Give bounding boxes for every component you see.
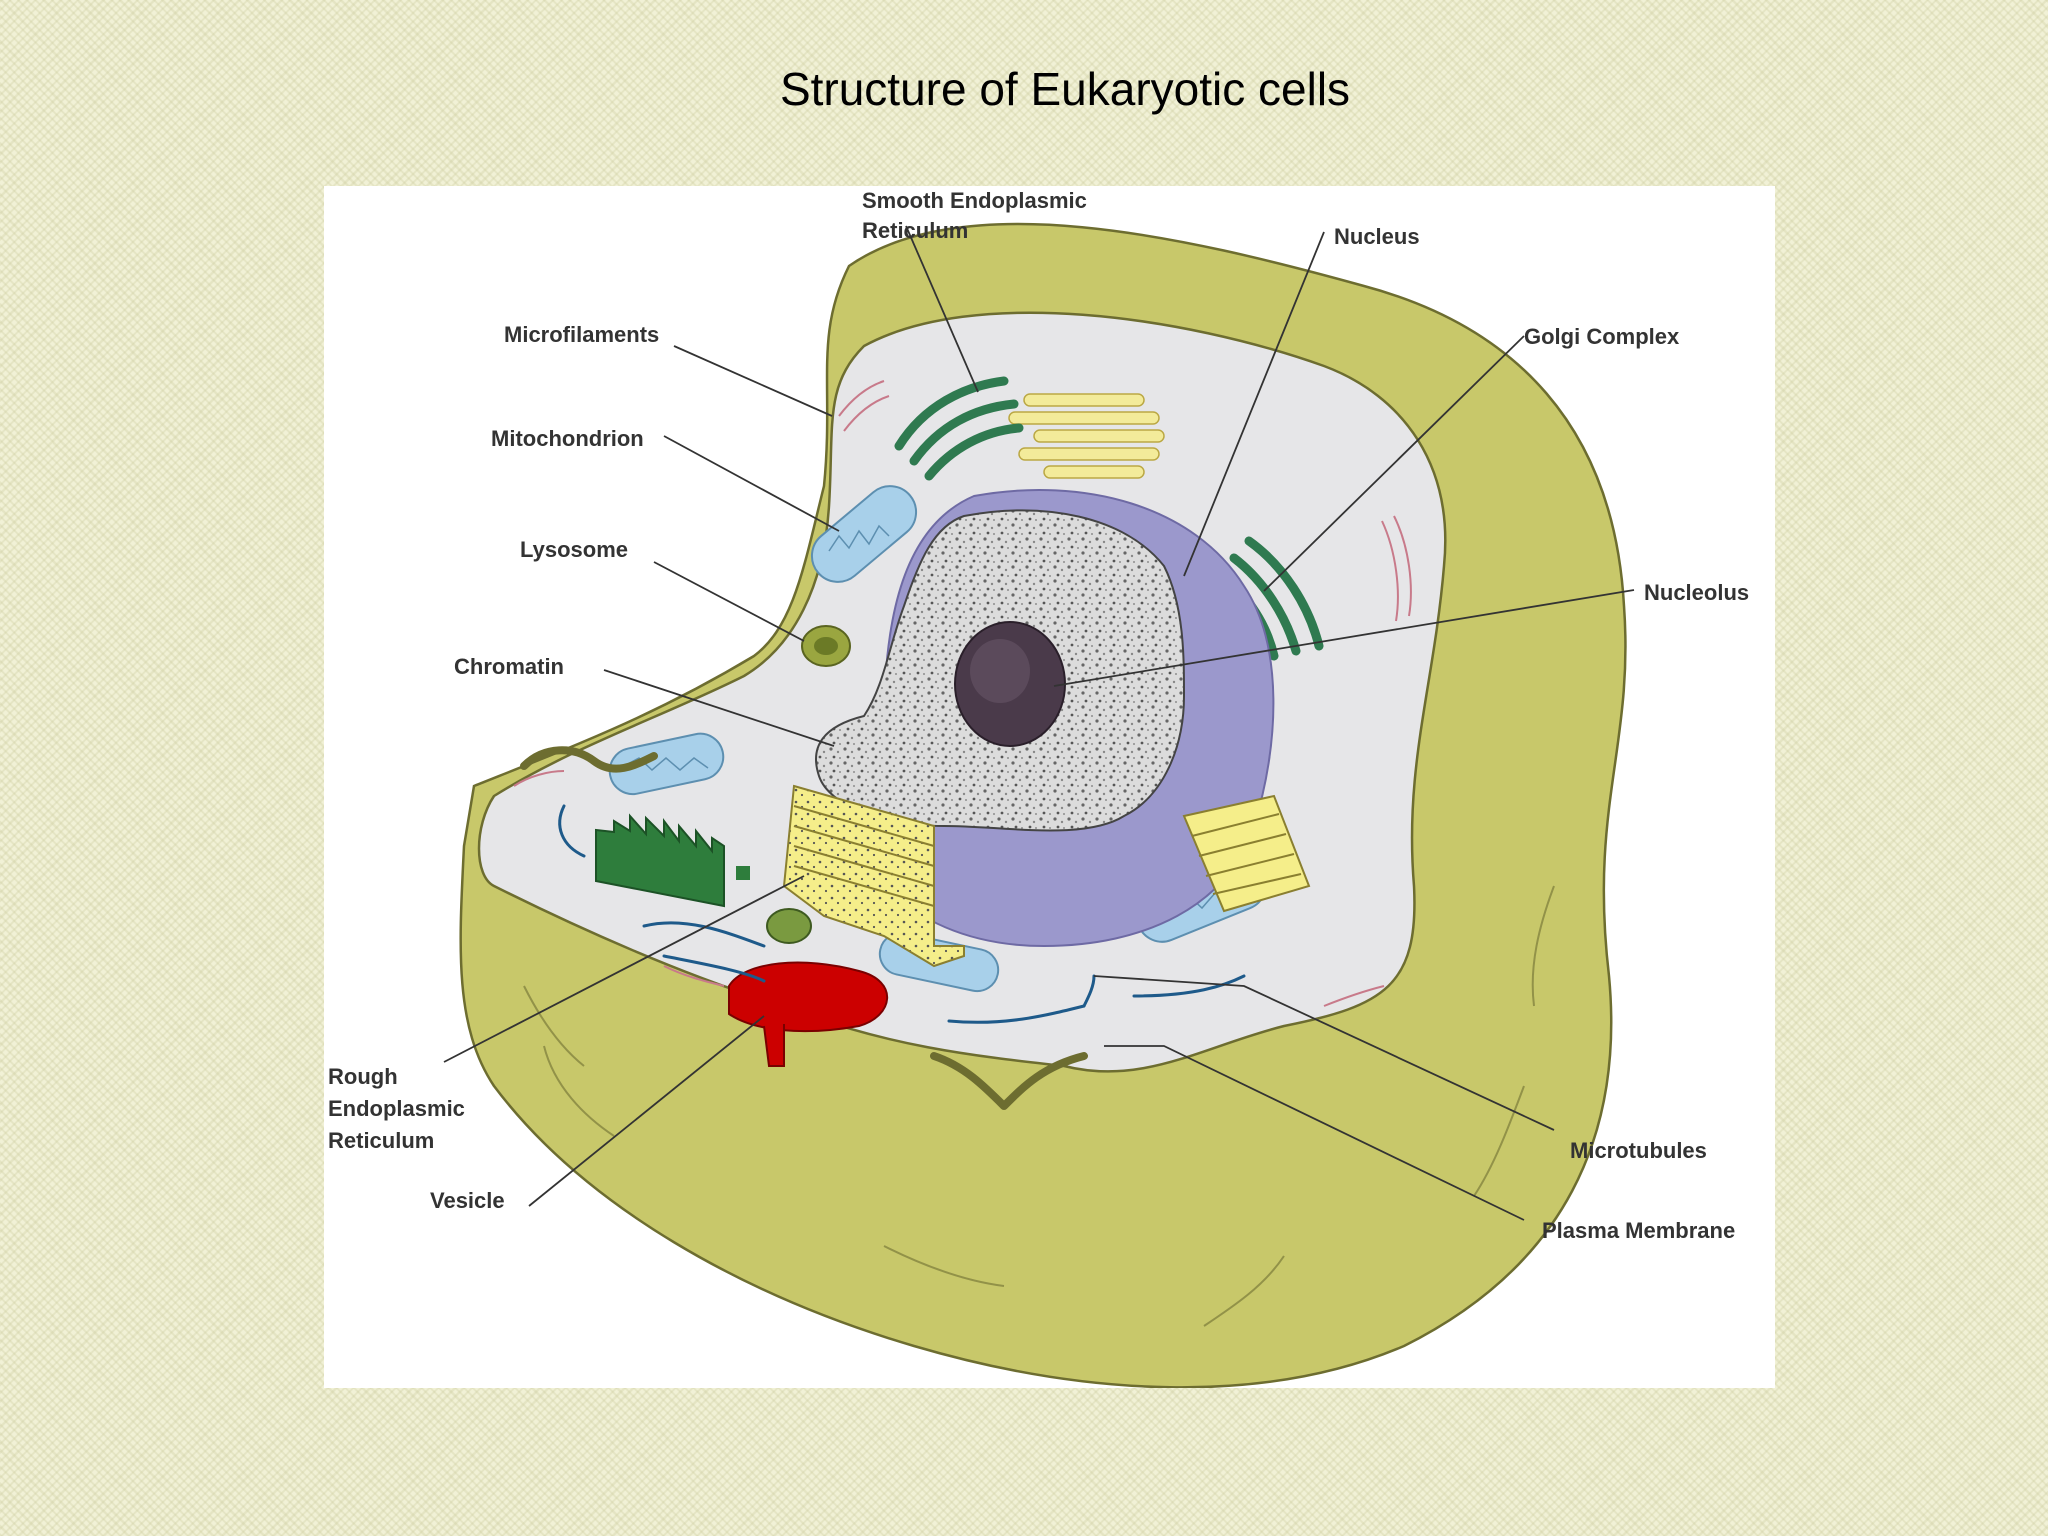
label-nucleus: Nucleus [1334, 224, 1420, 249]
green-structure [595, 813, 725, 908]
label-lysosome: Lysosome [520, 537, 628, 562]
label-golgi-complex: Golgi Complex [1524, 324, 1680, 349]
membrane-fold-left [520, 746, 658, 773]
rough-er-right-lines [1191, 813, 1302, 895]
label-smooth-er-line-1: Smooth Endoplasmic [862, 188, 1087, 213]
vesicle [728, 961, 889, 1033]
green-block-small [736, 866, 750, 880]
label-rough-er: Rough Endoplasmic Reticulum [328, 1064, 471, 1153]
nucleolus-texture [970, 639, 1030, 703]
label-rough-er-line-2: Endoplasmic [328, 1096, 465, 1121]
smooth-er [1008, 393, 1165, 479]
golgi-top [894, 376, 1024, 481]
leader-lines [443, 225, 1635, 1221]
rough-er-right [1182, 794, 1311, 913]
label-nucleolus: Nucleolus [1644, 580, 1749, 605]
vesicle-stem [763, 1024, 785, 1067]
membrane-fold-bottom [930, 1052, 1088, 1110]
slide-title: Structure of Eukaryotic cells [779, 63, 1351, 115]
label-vesicle: Vesicle [430, 1188, 505, 1213]
label-rough-er-line-3: Reticulum [328, 1128, 434, 1153]
label-chromatin: Chromatin [454, 654, 564, 679]
label-microfilaments: Microfilaments [504, 322, 659, 347]
lysosome-core [814, 637, 838, 655]
label-smooth-er: Smooth Endoplasmic Reticulum [862, 188, 1093, 243]
rough-er-lines [793, 805, 935, 907]
label-rough-er-line-1: Rough [328, 1064, 398, 1089]
label-microtubules: Microtubules [1570, 1138, 1707, 1163]
body-shading [523, 885, 1555, 1327]
microfilament-hatches [513, 380, 1412, 1007]
label-smooth-er-line-2: Reticulum [862, 218, 968, 243]
cell-diagram: Smooth Endoplasmic Reticulum Nucleus Mic… [324, 186, 1775, 1388]
small-lysosome [766, 908, 812, 944]
label-mitochondrion: Mitochondrion [491, 426, 644, 451]
microtubules [558, 804, 1246, 1024]
label-plasma-membrane: Plasma Membrane [1542, 1218, 1735, 1243]
